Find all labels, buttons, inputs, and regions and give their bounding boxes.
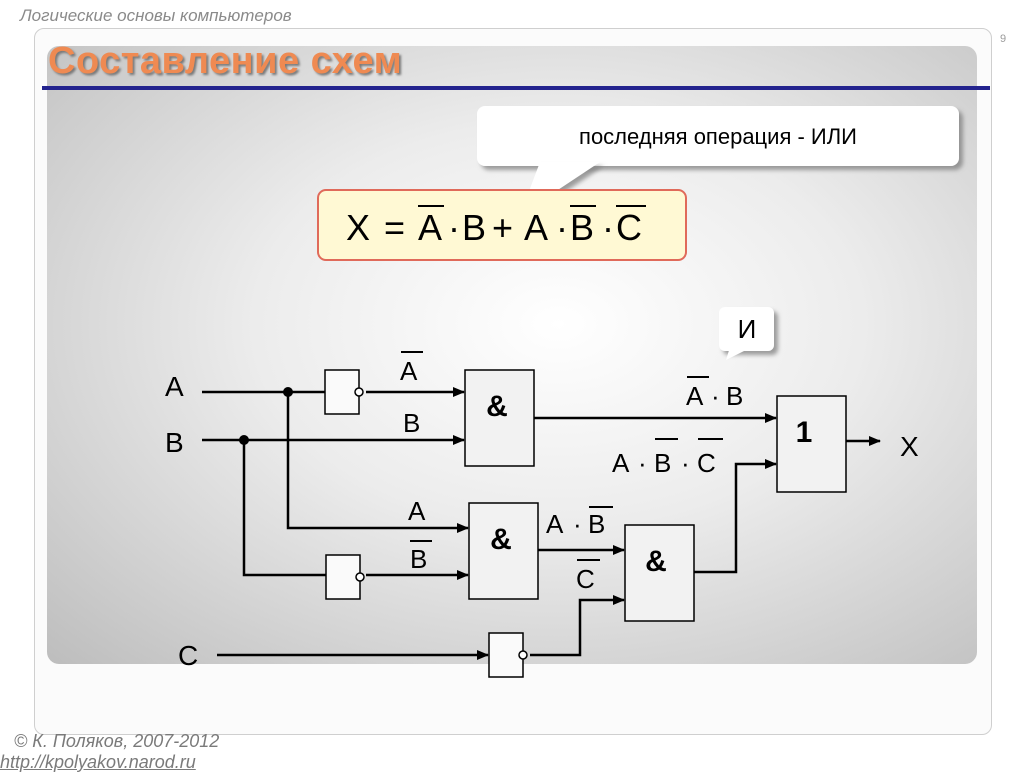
formula-dot1: · <box>448 207 460 248</box>
wire-and3-to-or <box>694 459 777 574</box>
formula-term1-b: B <box>462 207 486 248</box>
or-gate-symbol: 1 <box>796 416 813 449</box>
input-a-label: A <box>165 371 184 402</box>
label-nab-a: A <box>686 381 704 411</box>
wire-not-c-to-and3 <box>530 595 625 657</box>
formula-dot3: · <box>602 207 614 248</box>
formula-term2-c: C <box>616 207 642 248</box>
slide-header: Логические основы компьютеров <box>20 6 292 25</box>
slide-title: Составление схем <box>48 40 403 82</box>
label-nab-b: B <box>726 381 743 411</box>
junction-a <box>283 387 293 397</box>
formula-eq: = <box>384 207 405 248</box>
label-not-a: A <box>400 356 418 386</box>
and-gate-2-symbol: & <box>490 523 512 556</box>
label-anb-a: A <box>546 509 564 539</box>
and-gate-3: & <box>624 524 695 622</box>
label-abc-c: C <box>697 448 716 478</box>
callout-last-operation-text: последняя операция - ИЛИ <box>579 124 857 149</box>
wire-a-to-and2 <box>286 392 469 533</box>
title-underline <box>42 86 990 90</box>
wire-b-to-not <box>242 440 326 577</box>
formula-box: X = A · B + A · B · C <box>317 189 687 261</box>
formula-lhs: X <box>346 207 370 248</box>
formula-plus: + <box>492 207 513 248</box>
label-not-b: B <box>410 544 427 574</box>
not-gate-c <box>488 632 528 678</box>
label-nab-dot: · <box>711 381 720 411</box>
label-abc-dot2: · <box>681 448 690 478</box>
and-gate-1-symbol: & <box>486 390 508 423</box>
and-gate-3-symbol: & <box>645 545 667 578</box>
wires <box>202 387 881 660</box>
label-abc-dot1: · <box>638 448 647 478</box>
formula-term1-a: A <box>418 207 442 248</box>
and-gate-2: & <box>468 502 539 600</box>
footer-copyright: © К. Поляков, 2007-2012 <box>14 731 220 751</box>
label-a-mid: A <box>408 496 426 526</box>
label-abc-a: A <box>612 448 630 478</box>
input-c-label: C <box>178 640 198 671</box>
label-not-c: C <box>576 564 595 594</box>
not-gate-a <box>324 369 364 415</box>
not-gate-b <box>325 554 365 600</box>
callout-and-text: И <box>738 314 757 344</box>
formula-text: X = A · B + A · B · C <box>346 207 642 248</box>
label-anb-b: B <box>588 509 605 539</box>
output-x-label: X <box>900 431 919 462</box>
junction-b <box>239 435 249 445</box>
slide-number: 9 <box>1000 33 1007 45</box>
formula-dot2: · <box>556 207 568 248</box>
label-abc-b: B <box>654 448 671 478</box>
callout-last-operation: последняя операция - ИЛИ <box>477 106 959 215</box>
footer-url-link[interactable]: http://kpolyakov.narod.ru <box>0 752 196 772</box>
label-a-notb-notc: A · B · C <box>612 448 716 478</box>
input-b-label: B <box>165 427 184 458</box>
label-b-top: B <box>403 408 420 438</box>
and-gate-1: & <box>464 369 535 467</box>
label-anb-dot: · <box>573 509 582 539</box>
label-nota-and-b: A · B <box>686 381 743 411</box>
callout-and: И <box>719 307 774 360</box>
formula-term2-a: A <box>524 207 548 248</box>
label-a-and-notb: A · B <box>546 509 605 539</box>
formula-term2-b: B <box>570 207 594 248</box>
or-gate: 1 <box>776 395 847 493</box>
